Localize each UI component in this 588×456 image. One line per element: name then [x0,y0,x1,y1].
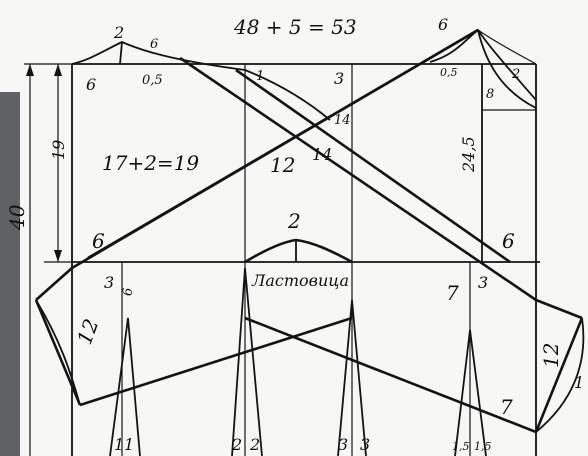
diag-right-down [179,56,537,302]
dart-3 [337,299,367,456]
diag-left-up-2 [87,28,479,260]
label-bottom-1a: 1 [114,435,124,454]
label-bottom-3a: 3 [338,435,348,454]
right-armhole-curve [477,29,537,109]
label-top-left-2: 2 [113,23,124,42]
label-marker-14a: 14 [334,113,351,128]
label-sleeve-12-right: 12 [539,343,563,368]
label-formula-19: 17+2=19 [102,151,199,175]
labels: 48 + 5 = 53 2 6 6 0,5 6 0,5 2 8 1 3 14 1… [5,15,584,454]
arrow-up-19 [54,64,62,76]
label-right-245: 24,5 [459,136,478,173]
sleeve-underarm-left [79,316,353,407]
frame-lines [71,63,540,456]
left-sleeve-cuff-curve [35,299,81,406]
left-shoulder-curve [71,41,331,121]
sleeve-underarm-right [244,316,537,434]
label-sleeve-1: 1 [574,373,584,392]
label-top-right-05: 0,5 [440,66,458,79]
label-top-left-6b: 6 [86,75,96,94]
right-sleeve-cuff-curve [535,317,585,433]
left-neck-point [119,41,123,65]
darts [109,267,487,456]
label-right-3: 3 [478,273,488,292]
arrow-up-40 [26,64,34,76]
label-sleeve-7: 7 [500,395,513,419]
label-bottom-2b: 2 [249,435,260,454]
label-right-7a: 7 [446,281,459,305]
right-sleeve-top [535,298,583,320]
dart-1 [109,317,141,456]
label-top-left-6a: 6 [150,37,158,52]
label-top-right-6: 6 [438,15,448,34]
sleeve-diagonals [34,28,585,434]
label-side-40: 40 [5,204,29,231]
dart-2 [231,267,263,456]
label-left-6b: 6 [121,288,136,296]
shoulder-curves [71,28,537,121]
label-top-right-8: 8 [486,87,494,102]
label-bottom-15a: 1,5 [452,440,470,453]
label-bottom-1b: 1 [124,435,134,454]
label-side-19: 19 [49,140,68,160]
label-top-left-05: 0,5 [142,73,163,88]
label-left-6: 6 [92,229,105,253]
formula-top: 48 + 5 = 53 [233,15,357,39]
left-sleeve-cuff [34,299,82,406]
label-marker-14b: 14 [312,145,332,164]
diag-right-down-2 [235,68,511,264]
dart-4 [454,329,487,456]
gusset-top-curve [244,238,353,264]
label-bottom-15b: 1,5 [474,440,492,453]
label-gusset-2: 2 [287,209,301,233]
label-top-right-2: 2 [511,67,520,82]
label-marker-1: 1 [256,69,264,84]
right-neck-curve [477,29,537,65]
label-left-3: 3 [104,273,114,292]
right-sleeve-cuff [534,317,584,433]
label-bottom-3b: 3 [360,435,370,454]
label-right-6: 6 [502,229,515,253]
left-dark-bar [0,92,20,456]
label-center-12: 12 [270,153,295,177]
label-gusset-name: Ластовица [251,271,349,290]
right-shoulder-curve [429,28,537,101]
label-bottom-2a: 2 [231,435,242,454]
label-sleeve-12-left: 12 [72,316,103,348]
left-sleeve-top [35,267,73,301]
label-marker-3: 3 [334,69,344,88]
arrow-down-19 [54,250,62,262]
dimension-lines [24,63,72,456]
gusset [244,238,353,264]
